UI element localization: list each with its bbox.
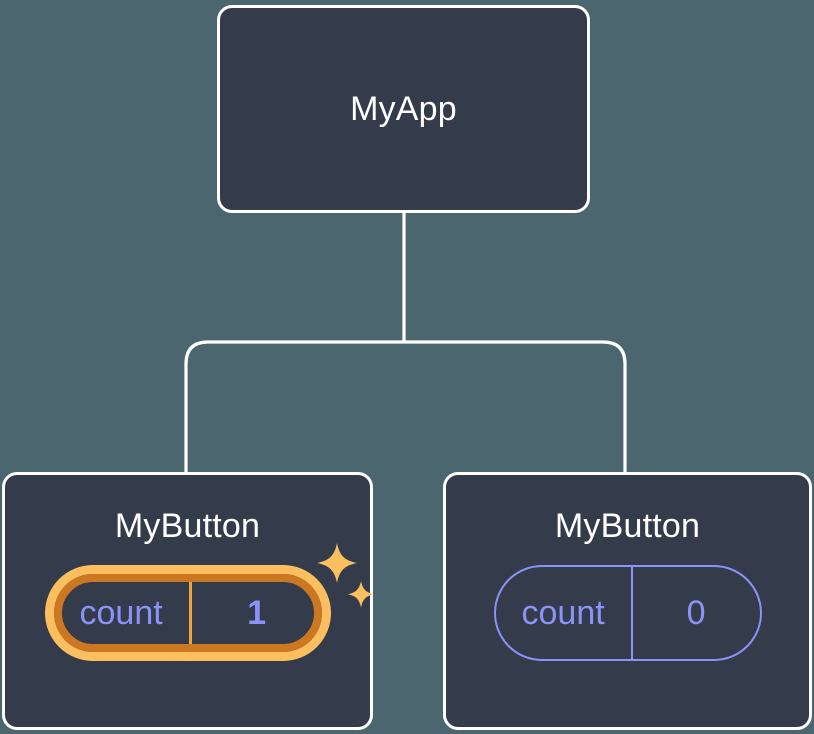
state-key-cell-left: count — [54, 574, 189, 652]
tree-node-mybutton-right[interactable]: MyButton count 0 — [443, 472, 812, 730]
tree-node-mybutton-left[interactable]: MyButton count 1 — [2, 472, 374, 730]
state-value-label-left: 1 — [247, 594, 267, 632]
node-title-mybutton-right: MyButton — [554, 507, 701, 545]
state-key-label-right: count — [521, 594, 605, 632]
state-value-cell-left: 1 — [188, 574, 322, 652]
state-wrap-left: count 1 — [44, 543, 374, 661]
tree-node-myapp[interactable]: MyApp — [217, 5, 590, 213]
state-wrap-right: count 0 — [493, 565, 762, 661]
state-key-label-left: count — [79, 594, 163, 632]
state-key-cell-right: count — [496, 567, 631, 659]
state-value-label-right: 0 — [686, 594, 706, 632]
node-title-myapp: MyApp — [350, 90, 457, 128]
connector-bracket — [184, 340, 627, 474]
state-pill-highlighted[interactable]: count 1 — [44, 565, 331, 661]
state-pill-plain[interactable]: count 0 — [493, 565, 762, 661]
state-value-cell-right: 0 — [630, 567, 760, 659]
node-title-mybutton-left: MyButton — [114, 507, 261, 545]
